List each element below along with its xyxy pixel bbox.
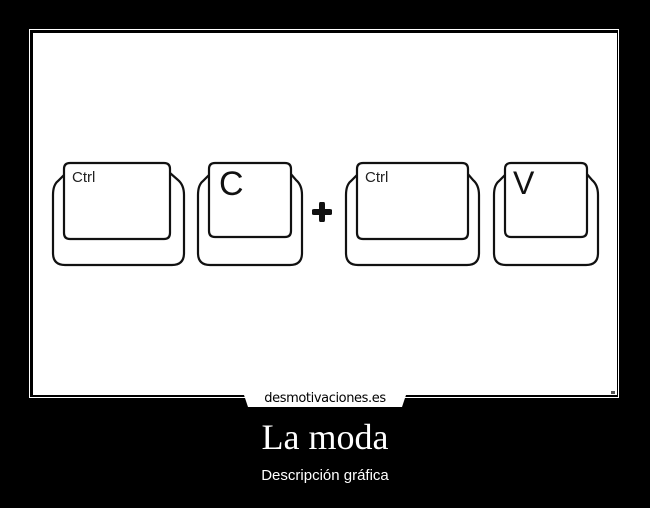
poster-title: La moda	[261, 417, 389, 457]
corner-mark	[611, 391, 615, 394]
key-c: C	[195, 161, 305, 269]
plus-icon	[311, 201, 333, 223]
key-legend: C	[219, 165, 244, 203]
key-v: V	[491, 161, 601, 269]
key-legend: Ctrl	[72, 169, 96, 186]
key-legend: V	[513, 165, 535, 201]
key-ctrl-1: Ctrl	[50, 161, 188, 269]
key-legend: Ctrl	[365, 169, 389, 186]
watermark-text: desmotivaciones.es	[264, 391, 386, 406]
poster-subtitle: Descripción gráfica	[261, 467, 389, 484]
key-ctrl-2: Ctrl	[343, 161, 483, 269]
watermark-tab: desmotivaciones.es	[244, 390, 406, 408]
